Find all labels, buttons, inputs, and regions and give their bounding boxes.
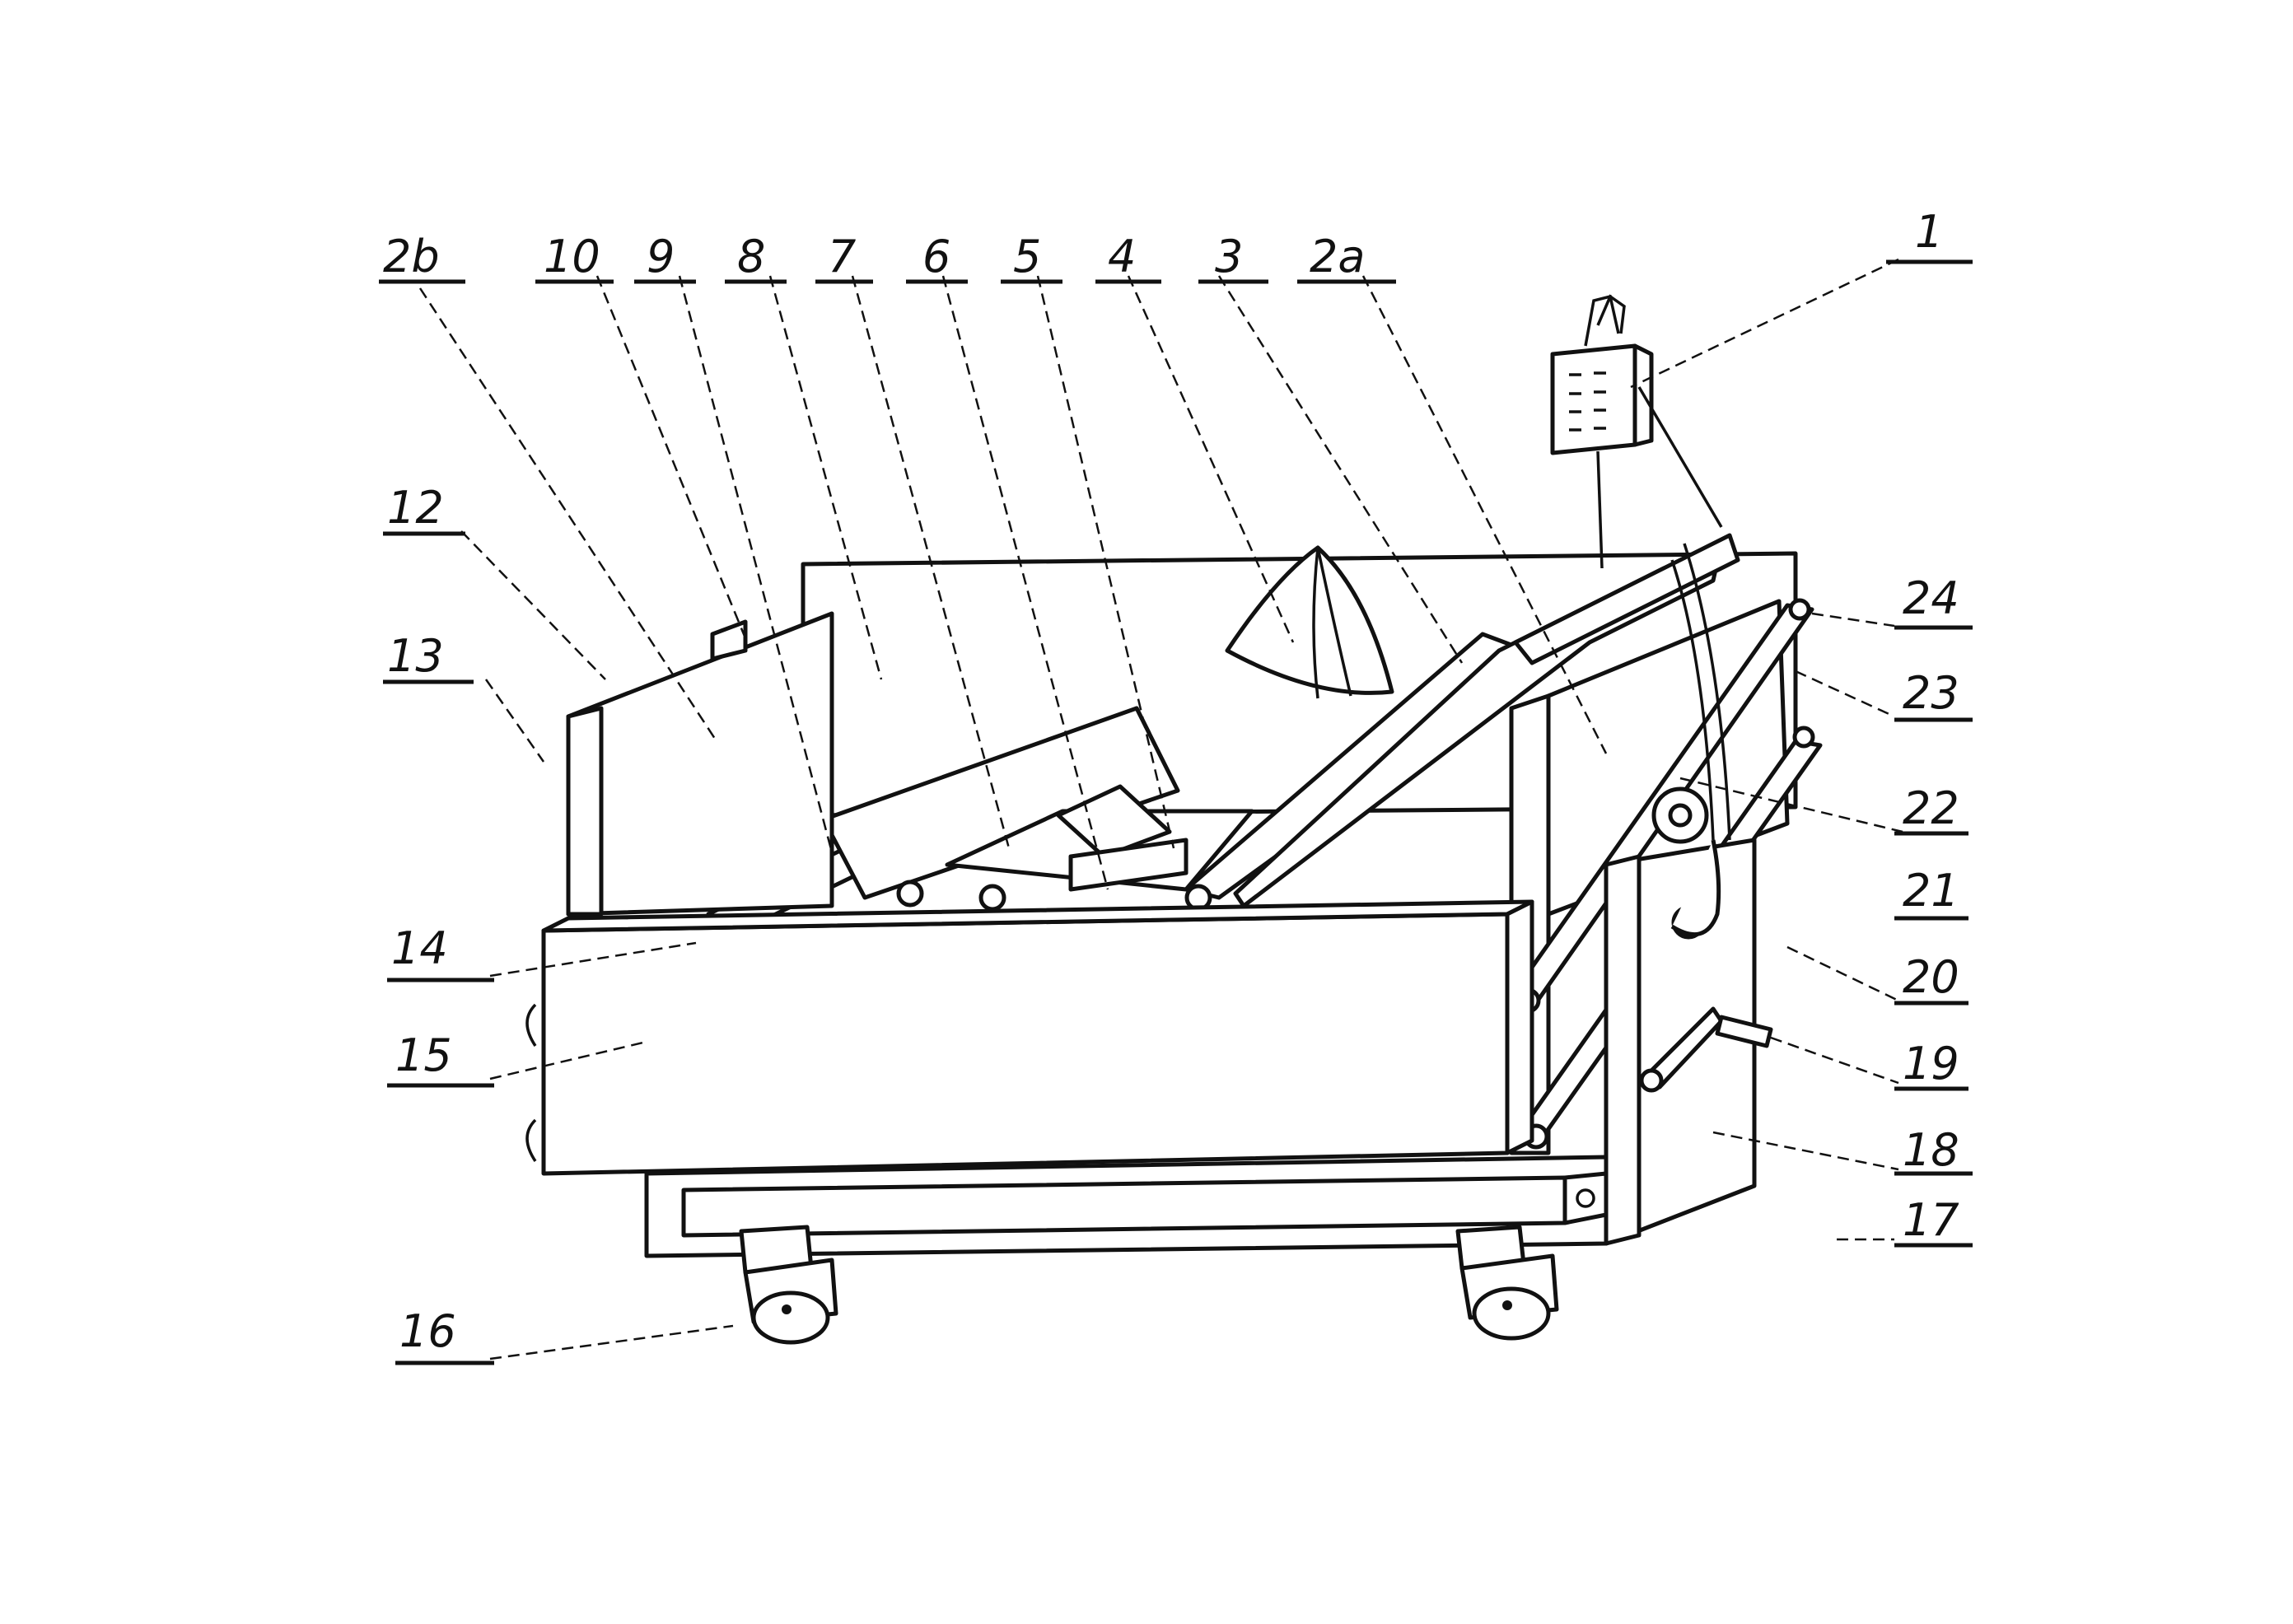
end-frame xyxy=(1604,543,1773,1246)
label-1: 1 xyxy=(1915,206,1943,258)
label-8: 8 xyxy=(737,231,765,282)
cone-cushion xyxy=(1225,545,1394,699)
caster-right xyxy=(1455,1225,1559,1341)
base-frame xyxy=(644,1155,1609,1258)
label-16: 16 xyxy=(399,1305,456,1357)
label-23: 23 xyxy=(1903,667,1959,719)
label-21: 21 xyxy=(1903,865,1959,917)
leader-lines xyxy=(418,258,1903,1360)
label-22: 22 xyxy=(1903,782,1959,834)
label-24: 24 xyxy=(1903,572,1959,624)
left-headboard xyxy=(566,611,834,917)
label-15: 15 xyxy=(395,1029,452,1081)
label-9: 9 xyxy=(647,231,675,282)
label-3: 3 xyxy=(1215,231,1243,282)
label-14: 14 xyxy=(391,922,448,974)
label-4: 4 xyxy=(1108,231,1136,282)
label-10: 10 xyxy=(544,231,600,282)
label-13: 13 xyxy=(387,630,444,682)
reference-labels: 2b 10 9 8 7 6 5 4 3 2a 1 12 13 14 15 16 … xyxy=(379,206,1973,1365)
label-6: 6 xyxy=(922,231,950,282)
label-2a: 2a xyxy=(1310,231,1365,282)
label-19: 19 xyxy=(1903,1038,1959,1090)
backrest-section xyxy=(1184,533,1740,908)
label-20: 20 xyxy=(1903,951,1959,1003)
control-box xyxy=(1550,294,1723,569)
label-17: 17 xyxy=(1903,1194,1959,1246)
front-rail xyxy=(525,899,1534,1176)
label-7: 7 xyxy=(828,231,856,282)
seat-section xyxy=(945,784,1254,892)
caster-left xyxy=(739,1225,838,1345)
label-5: 5 xyxy=(1013,231,1041,282)
label-2b: 2b xyxy=(383,231,440,282)
label-12: 12 xyxy=(387,482,444,534)
label-18: 18 xyxy=(1903,1124,1959,1176)
